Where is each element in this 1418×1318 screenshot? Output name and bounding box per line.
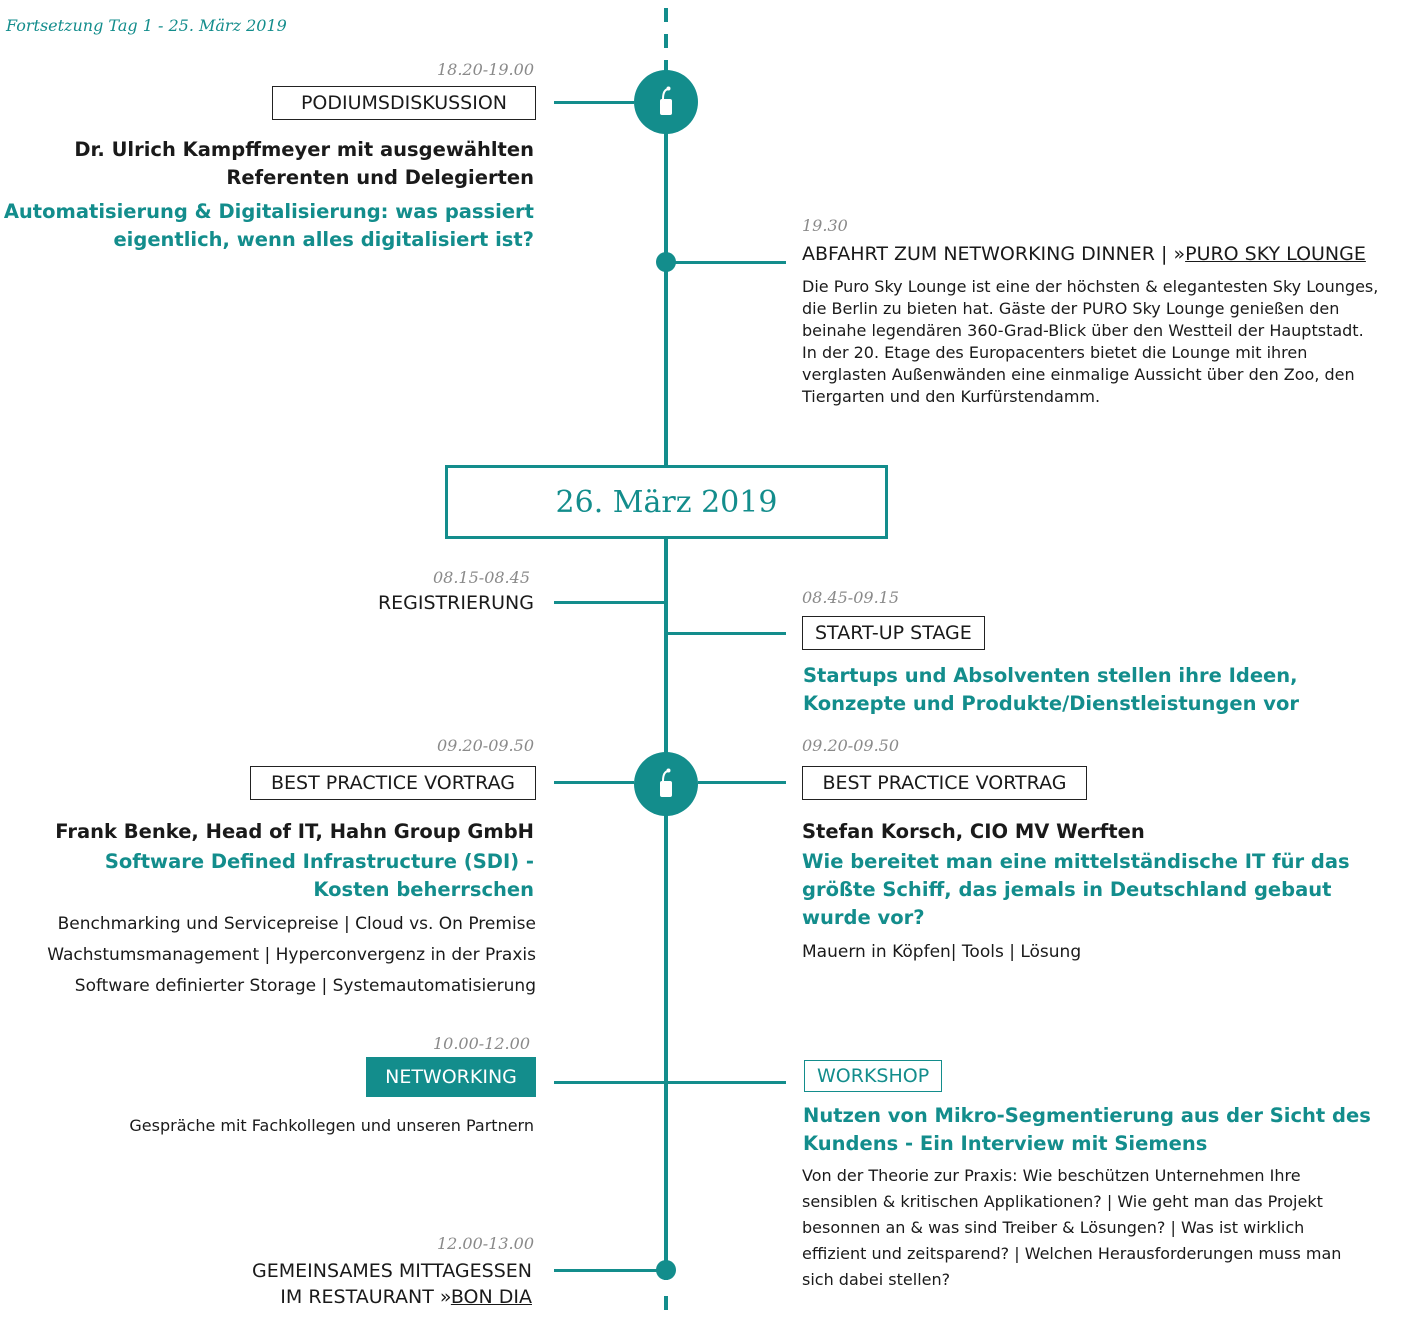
timeline-dash-bottom: [664, 1296, 668, 1310]
registrierung-connector: [554, 601, 666, 604]
best-practice-right-topics: Mauern in Köpfen| Tools | Lösung: [802, 942, 1082, 962]
dinner-node: [656, 252, 676, 272]
best-practice-left-connector: [554, 781, 634, 784]
best-practice-left-topics: Benchmarking und Servicepreise | Cloud v…: [47, 914, 536, 996]
startup-label: START-UP STAGE: [802, 616, 985, 650]
timeline-spine: [664, 60, 668, 1280]
best-practice-right-time: 09.20-09.50: [802, 736, 900, 755]
puro-sky-lounge-link[interactable]: PURO SKY LOUNGE: [1185, 243, 1366, 265]
best-practice-left-title: Software Defined Infrastructure (SDI) - …: [104, 850, 534, 901]
dinner-description: Die Puro Sky Lounge ist eine der höchste…: [802, 277, 1379, 406]
startup-label-box: START-UP STAGE: [802, 616, 985, 650]
timeline-dash-top-2: [664, 34, 668, 48]
best-practice-right-connector: [698, 781, 786, 784]
bon-dia-link[interactable]: BON DIA: [450, 1286, 532, 1308]
day2-date: 26. März 2019: [445, 465, 888, 539]
startup-time: 08.45-09.15: [802, 588, 900, 607]
podium-title: Automatisierung & Digitalisierung: was p…: [3, 200, 534, 251]
dinner-label: ABFAHRT ZUM NETWORKING DINNER | »PURO SK…: [802, 243, 1366, 265]
best-practice-left-time: 09.20-09.50: [436, 736, 534, 755]
registrierung-label: REGISTRIERUNG: [377, 592, 534, 614]
networking-time: 10.00-12.00: [432, 1034, 530, 1053]
best-practice-left-speaker: Frank Benke, Head of IT, Hahn Group GmbH: [55, 820, 534, 843]
timeline-dash-top-1: [664, 8, 668, 22]
workshop-description: Von der Theorie zur Praxis: Wie beschütz…: [802, 1166, 1342, 1289]
podium-speaker: Dr. Ulrich Kampffmeyer mit ausgewählten …: [74, 138, 534, 189]
podium-connector: [554, 101, 634, 104]
podium-label: PODIUMSDISKUSSION: [272, 86, 536, 120]
networking-connector: [554, 1081, 786, 1084]
startup-title: Startups und Absolventen stellen ihre Id…: [803, 664, 1299, 715]
best-practice-left-label: BEST PRACTICE VORTRAG: [250, 766, 536, 800]
best-practice-right-title: Wie bereitet man eine mittelständische I…: [802, 850, 1350, 929]
best-practice-left-label-box: BEST PRACTICE VORTRAG: [250, 766, 536, 800]
networking-label: NETWORKING: [366, 1057, 536, 1097]
networking-description: Gespräche mit Fachkollegen und unseren P…: [129, 1116, 534, 1135]
continuation-heading: Fortsetzung Tag 1 - 25. März 2019: [6, 16, 287, 35]
best-practice-right-label: BEST PRACTICE VORTRAG: [802, 766, 1087, 800]
microphone-icon: [660, 768, 672, 797]
lunch-label: GEMEINSAMES MITTAGESSEN IM RESTAURANT »B…: [252, 1260, 532, 1308]
workshop-label-box: WORKSHOP: [804, 1060, 943, 1092]
microphone-icon: [660, 86, 672, 115]
dinner-time: 19.30: [802, 216, 848, 235]
best-practice-right-speaker: Stefan Korsch, CIO MV Werften: [802, 820, 1145, 843]
best-practice-right-label-box: BEST PRACTICE VORTRAG: [802, 766, 1087, 800]
networking-label-box: NETWORKING: [366, 1057, 536, 1097]
workshop-title: Nutzen von Mikro-Segmentierung aus der S…: [803, 1104, 1371, 1155]
lunch-node: [656, 1260, 676, 1280]
registrierung-time: 08.15-08.45: [432, 568, 530, 587]
dinner-connector: [668, 261, 786, 264]
workshop-label: WORKSHOP: [804, 1060, 943, 1092]
lunch-time: 12.00-13.00: [436, 1234, 534, 1253]
startup-connector: [668, 632, 786, 635]
lunch-connector: [554, 1269, 666, 1272]
podium-label-box: PODIUMSDISKUSSION: [272, 86, 536, 120]
podium-time: 18.20-19.00: [436, 60, 534, 79]
podium-node: [634, 70, 698, 134]
best-practice-node: [634, 752, 698, 816]
